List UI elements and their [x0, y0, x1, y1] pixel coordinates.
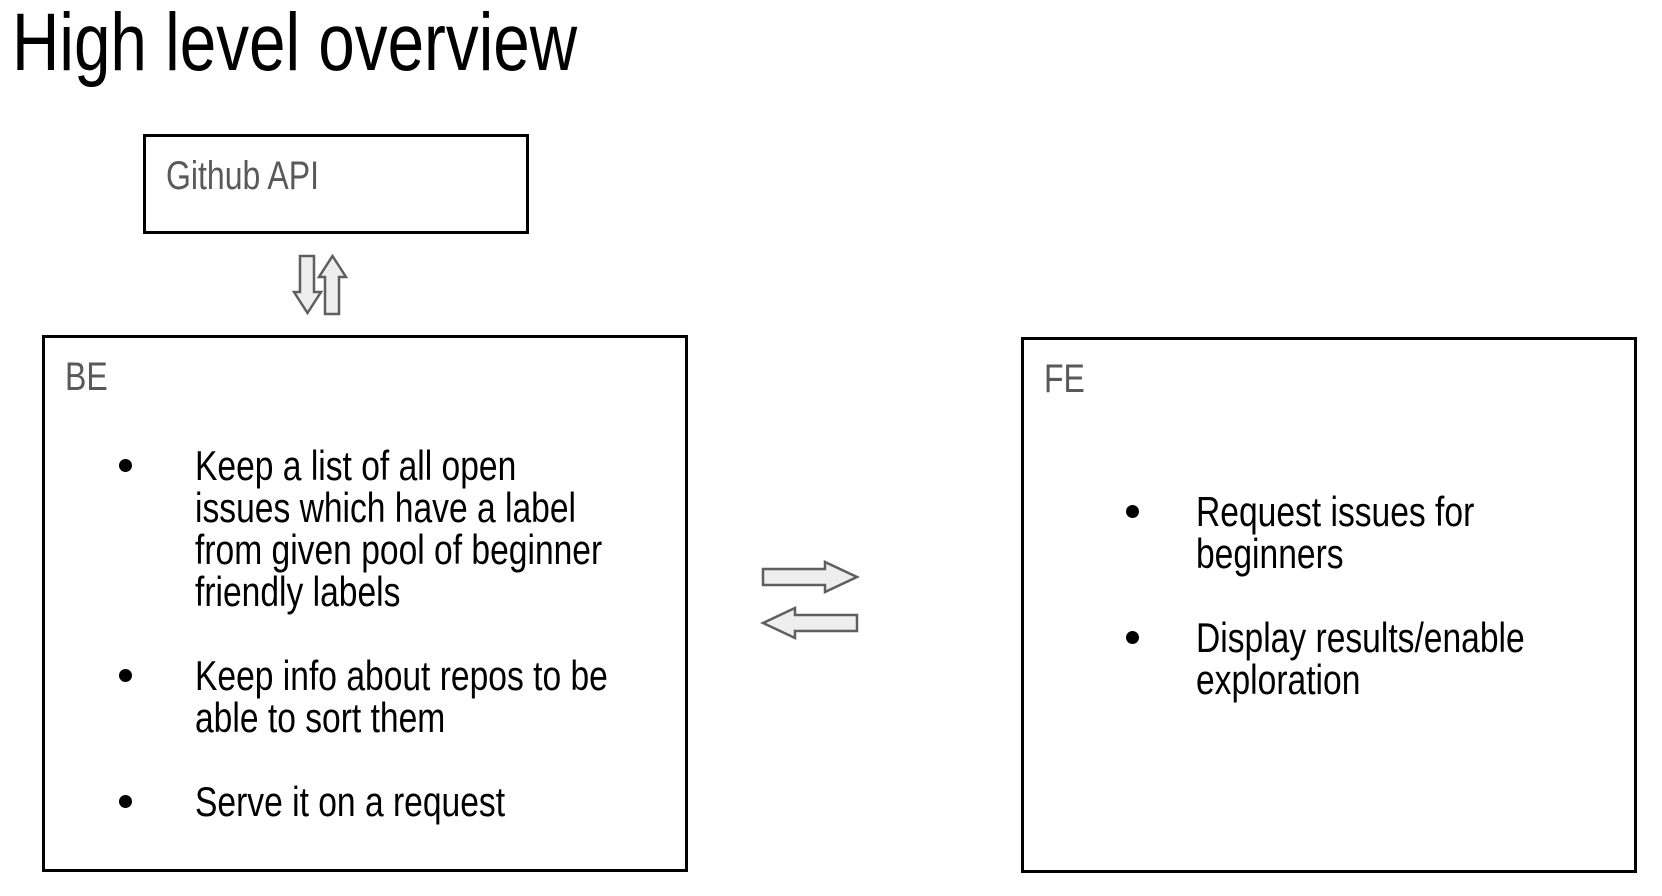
list-item: Keep a list of all open issues which hav…: [119, 445, 720, 613]
be-fe-connector: [760, 560, 860, 640]
bullet-text: Keep a list of all open issues which hav…: [195, 442, 603, 615]
bullet-text: Request issues for beginners: [1196, 488, 1475, 577]
list-item: Keep info about repos to be able to sort…: [119, 655, 720, 739]
up-arrow-icon: [316, 253, 349, 316]
list-item: Request issues for beginners: [1126, 491, 1636, 575]
down-arrow-icon: [291, 254, 324, 316]
left-arrow-icon: [760, 606, 859, 640]
bullet-text: Display results/enable exploration: [1196, 614, 1525, 703]
right-arrow-icon: [761, 560, 860, 594]
list-item: Serve it on a request: [119, 781, 720, 823]
frontend-box: FE Request issues for beginners Display …: [1021, 337, 1637, 873]
page-title: High level overview: [12, 0, 578, 88]
bullet-text: Keep info about repos to be able to sort…: [195, 652, 608, 741]
backend-bullet-list: Keep a list of all open issues which hav…: [119, 445, 720, 823]
github-api-box: Github API: [143, 134, 529, 234]
frontend-label: FE: [1044, 357, 1085, 401]
backend-label: BE: [65, 355, 108, 399]
bullet-text: Serve it on a request: [195, 778, 506, 825]
list-item: Display results/enable exploration: [1126, 617, 1636, 701]
backend-box: BE Keep a list of all open issues which …: [42, 335, 688, 872]
github-be-connector: [291, 253, 349, 316]
github-api-label: Github API: [166, 154, 319, 198]
frontend-bullet-list: Request issues for beginners Display res…: [1126, 491, 1636, 701]
